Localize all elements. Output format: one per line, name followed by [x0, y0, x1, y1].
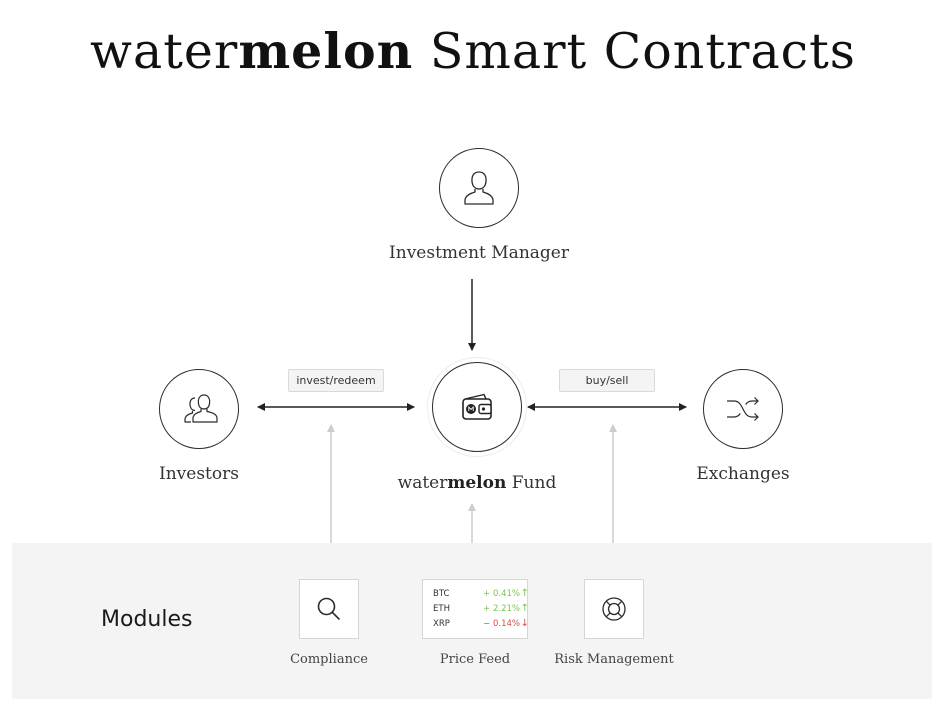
down-arrow-icon: ↓ — [520, 618, 529, 629]
modules-title: Modules — [101, 607, 193, 632]
price-feed-module: BTC + 0.41% ↑ ETH + 2.21% ↑ XRP − 0.14% … — [422, 579, 529, 639]
invest-redeem-tag: invest/redeem — [288, 369, 384, 392]
buy-sell-tag: buy/sell — [559, 369, 655, 392]
exchanges-node — [703, 369, 783, 449]
wallet-icon — [462, 393, 492, 420]
group-icon — [184, 394, 218, 423]
price-feed-row: ETH + 2.21% ↑ — [433, 603, 529, 616]
up-arrow-icon: ↑ — [520, 588, 529, 599]
ticker-symbol: ETH — [433, 604, 450, 614]
magnifier-icon — [317, 597, 340, 620]
price-feed-row: XRP − 0.14% ↓ — [433, 618, 529, 631]
ticker-change: − 0.14% — [483, 619, 520, 629]
exchanges-label: Exchanges — [696, 464, 790, 484]
fund-label: watermelon Fund — [397, 473, 557, 493]
investment-manager-node — [439, 148, 519, 228]
compliance-module — [299, 579, 359, 639]
lifebuoy-icon — [602, 597, 626, 621]
person-icon — [464, 171, 494, 205]
price-feed-row: BTC + 0.41% ↑ — [433, 588, 529, 601]
up-arrow-icon: ↑ — [520, 603, 529, 614]
shuffle-icon — [727, 397, 759, 421]
ticker-change: + 2.21% — [483, 604, 520, 614]
ticker-change: + 0.41% — [483, 589, 520, 599]
risk-management-label: Risk Management — [554, 652, 674, 667]
price-feed-label: Price Feed — [439, 652, 511, 667]
fund-node — [432, 362, 522, 452]
investors-node — [159, 369, 239, 449]
investors-label: Investors — [159, 464, 239, 484]
risk-management-module — [584, 579, 644, 639]
price-feed-table: BTC + 0.41% ↑ ETH + 2.21% ↑ XRP − 0.14% … — [433, 588, 529, 634]
ticker-symbol: XRP — [433, 619, 450, 629]
compliance-label: Compliance — [290, 652, 368, 667]
page-title: watermelon Smart Contracts — [90, 22, 856, 80]
investment-manager-label: Investment Manager — [389, 243, 569, 263]
ticker-symbol: BTC — [433, 589, 450, 599]
